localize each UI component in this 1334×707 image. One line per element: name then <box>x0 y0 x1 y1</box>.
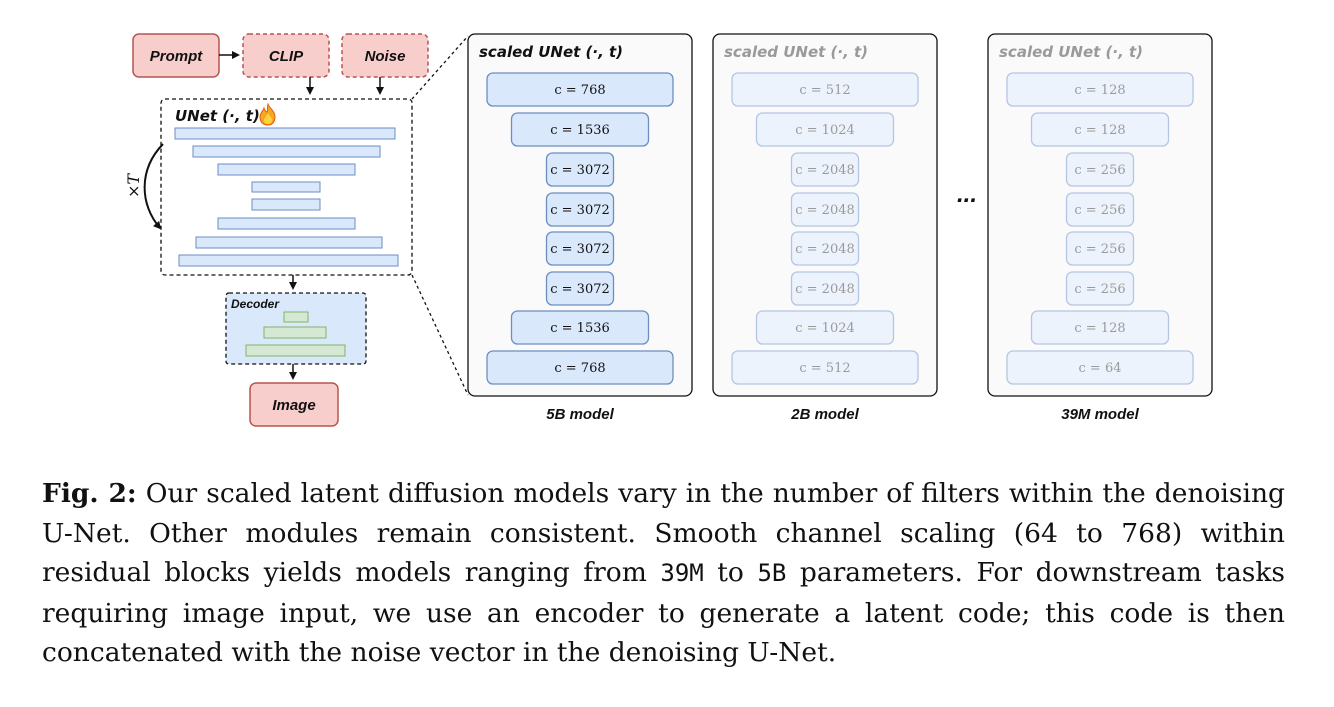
channel-label: c = 2048 <box>795 163 855 178</box>
channel-label: c = 256 <box>1074 242 1125 257</box>
model-panels: scaled UNet (·, t) c = 768 c = 1536 c = 307… <box>467 33 1213 423</box>
channel-block <box>510 310 650 345</box>
clip-box: CLIP <box>242 33 330 78</box>
channel-label: c = 128 <box>1074 321 1125 336</box>
caption-text-3: parameters. For downstream tasks requiri… <box>42 557 1286 668</box>
decoder-bar <box>283 311 309 323</box>
channel-label: c = 3072 <box>550 242 610 257</box>
pipeline: Prompt CLIP Noise UNet (·, t) <box>124 33 469 427</box>
clip-label: CLIP <box>269 48 304 65</box>
model-panel: scaled UNet (·, t) c = 768 c = 1536 c = 307… <box>467 33 693 423</box>
channel-label: c = 512 <box>799 83 850 98</box>
channel-label: c = 64 <box>1079 361 1122 376</box>
channel-block <box>731 72 919 107</box>
zoom-line-top <box>411 35 469 100</box>
channel-label: c = 2048 <box>795 242 855 257</box>
channel-label: c = 1536 <box>550 123 610 138</box>
channel-block <box>731 350 919 385</box>
caption-text-1: Our scaled latent diffusion models vary … <box>42 478 1286 588</box>
channel-block <box>790 192 860 227</box>
channel-label: c = 3072 <box>550 163 610 178</box>
unet-bar <box>174 127 396 140</box>
channel-label: c = 256 <box>1074 203 1125 218</box>
unet-box: UNet (·, t) <box>160 98 413 276</box>
unet-bar <box>195 236 383 249</box>
figure-diagram: Prompt CLIP Noise UNet (·, t) <box>124 33 1213 427</box>
channel-block <box>510 112 650 147</box>
channel-block <box>486 350 674 385</box>
model-panel: scaled UNet (·, t) c = 128 c = 128 c = 256 c… <box>987 33 1213 423</box>
model-name: 39M model <box>1061 406 1139 423</box>
caption-code-2: 5B <box>757 559 787 587</box>
unet-bar <box>251 181 321 193</box>
model-panel-title: scaled UNet (·, t) <box>479 43 623 61</box>
channel-block <box>545 271 615 306</box>
noise-box: Noise <box>341 33 429 78</box>
channel-label: c = 3072 <box>550 282 610 297</box>
channel-block <box>790 152 860 187</box>
model-panel: scaled UNet (·, t) c = 512 c = 1024 c = 204… <box>712 33 938 423</box>
channel-label: c = 768 <box>554 83 605 98</box>
channel-label: c = 1024 <box>795 123 855 138</box>
channel-label: c = 3072 <box>550 203 610 218</box>
caption-label: Fig. 2: <box>42 478 137 509</box>
channel-block <box>1030 112 1170 147</box>
channel-block <box>1065 152 1135 187</box>
decoder-bar <box>263 326 327 339</box>
channel-block <box>1065 192 1135 227</box>
channel-block <box>790 231 860 266</box>
channel-block <box>1065 271 1135 306</box>
image-label: Image <box>272 397 315 414</box>
channel-label: c = 2048 <box>795 282 855 297</box>
channel-label: c = 128 <box>1074 123 1125 138</box>
unet-bar <box>251 198 321 211</box>
figure-caption: Fig. 2: Our scaled latent diffusion mode… <box>42 474 1285 673</box>
channel-block <box>1006 72 1194 107</box>
model-name: 5B model <box>546 406 614 423</box>
channel-label: c = 1024 <box>795 321 855 336</box>
zoom-line-bottom <box>411 274 469 396</box>
unet-bar <box>217 217 356 230</box>
image-box: Image <box>249 382 339 427</box>
channel-block <box>1030 310 1170 345</box>
channel-label: c = 256 <box>1074 163 1125 178</box>
model-panel-title: scaled UNet (·, t) <box>724 43 868 61</box>
channel-label: c = 1536 <box>550 321 610 336</box>
channel-label: c = 768 <box>554 361 605 376</box>
channel-block <box>545 152 615 187</box>
prompt-box: Prompt <box>132 33 220 78</box>
noise-label: Noise <box>365 48 406 65</box>
unet-bar <box>217 163 356 176</box>
channel-label: c = 512 <box>799 361 850 376</box>
channel-label: c = 2048 <box>795 203 855 218</box>
decoder-bar <box>245 344 346 357</box>
channel-block <box>790 271 860 306</box>
ellipsis: ... <box>957 181 977 208</box>
prompt-label: Prompt <box>150 48 204 65</box>
unet-bar <box>192 145 381 158</box>
decoder-label: Decoder <box>231 297 280 311</box>
channel-label: c = 128 <box>1074 83 1125 98</box>
loop-arrow: ×T <box>124 143 164 230</box>
channel-block <box>486 72 674 107</box>
model-name: 2B model <box>790 406 859 423</box>
channel-block <box>545 192 615 227</box>
unet-label: UNet (·, t) <box>175 107 260 125</box>
channel-block <box>755 112 895 147</box>
fire-icon <box>259 102 276 126</box>
channel-block <box>1065 231 1135 266</box>
decoder-box: Decoder <box>225 292 367 365</box>
channel-label: c = 256 <box>1074 282 1125 297</box>
channel-block <box>755 310 895 345</box>
model-panel-title: scaled UNet (·, t) <box>999 43 1143 61</box>
caption-text-2: to <box>703 557 758 588</box>
loop-label: ×T <box>124 173 143 198</box>
caption-code-1: 39M <box>660 559 704 587</box>
channel-block <box>1006 350 1194 385</box>
channel-block <box>545 231 615 266</box>
unet-bar <box>178 254 399 267</box>
